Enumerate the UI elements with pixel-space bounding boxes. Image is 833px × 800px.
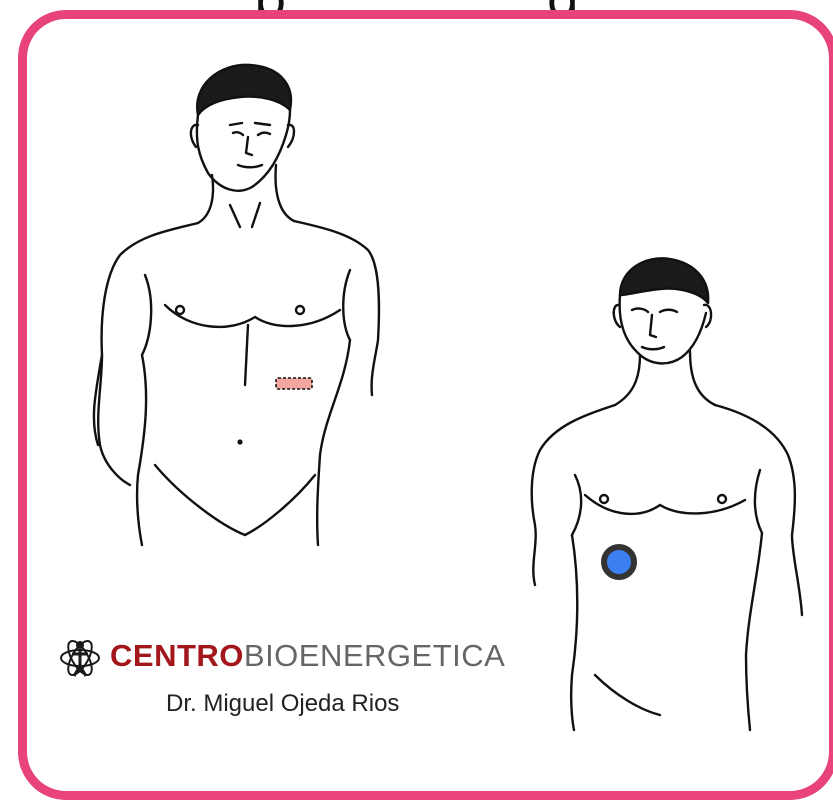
front-marker (276, 378, 312, 389)
brand-name-bold: CENTRO (110, 638, 244, 673)
author-name: Dr. Miguel Ojeda Rios (166, 690, 399, 718)
stylized-human-figure-icon (58, 636, 102, 680)
front-body-figure (80, 55, 400, 555)
side-body-figure (520, 255, 830, 735)
brand-name: CENTROBIOENERGETICA (110, 638, 505, 674)
brand-logo: CENTROBIOENERGETICA (58, 632, 558, 682)
side-marker (604, 547, 634, 577)
brand-name-light: BIOENERGETICA (244, 638, 505, 673)
